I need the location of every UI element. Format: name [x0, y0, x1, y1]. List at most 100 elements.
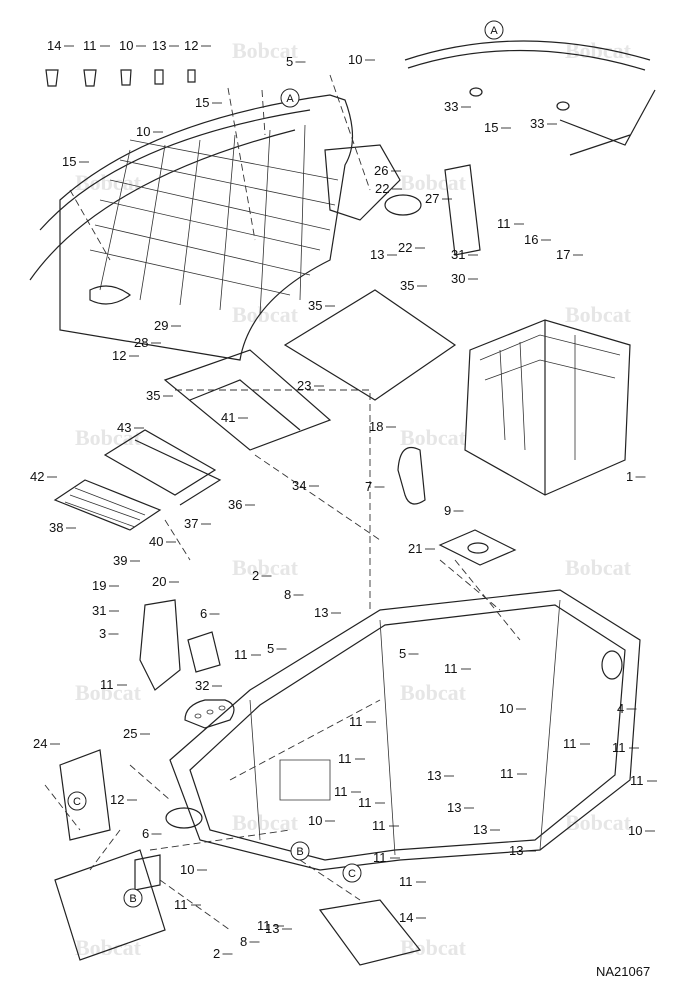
callout-11: 11 [630, 773, 644, 788]
ref-circle-B: B [123, 888, 143, 908]
callout-17: 17 [556, 247, 570, 262]
callout-24: 24 [33, 736, 47, 751]
callout-11: 11 [334, 784, 348, 799]
callout-33: 33 [444, 99, 458, 114]
callout-10: 10 [119, 38, 133, 53]
callout-7: 7 [365, 479, 372, 494]
ref-circle-C: C [342, 863, 362, 883]
callout-6: 6 [200, 606, 207, 621]
callout-35: 35 [308, 298, 322, 313]
callout-38: 38 [49, 520, 63, 535]
callout-18: 18 [369, 419, 383, 434]
callout-13: 13 [473, 822, 487, 837]
watermark-text: Bobcat [400, 170, 467, 195]
callout-26: 26 [374, 163, 388, 178]
callout-10: 10 [308, 813, 322, 828]
ref-circle-shape [342, 863, 362, 883]
callout-22: 22 [375, 181, 389, 196]
callout-40: 40 [149, 534, 163, 549]
ref-circle-A: A [280, 88, 300, 108]
callout-13: 13 [370, 247, 384, 262]
callout-11: 11 [257, 918, 271, 933]
callout-12: 12 [184, 38, 198, 53]
callout-5: 5 [399, 646, 406, 661]
callout-10: 10 [180, 862, 194, 877]
callout-13: 13 [152, 38, 166, 53]
ref-letter-B: B [296, 846, 303, 858]
callout-11: 11 [349, 714, 363, 729]
ref-letter-A: A [490, 25, 498, 37]
callout-8: 8 [240, 934, 247, 949]
watermark-text: Bobcat [232, 38, 299, 63]
callout-39: 39 [113, 553, 127, 568]
watermark-text: Bobcat [75, 935, 142, 960]
ref-circle-shape [123, 888, 143, 908]
callout-11: 11 [612, 740, 626, 755]
callout-11: 11 [174, 897, 188, 912]
leader-lines [47, 45, 657, 955]
watermark-text: Bobcat [400, 680, 467, 705]
callout-8: 8 [284, 587, 291, 602]
callout-13: 13 [427, 768, 441, 783]
callout-43: 43 [117, 420, 131, 435]
callout-5: 5 [267, 641, 274, 656]
watermark-text: Bobcat [232, 302, 299, 327]
callout-11: 11 [100, 677, 114, 692]
callout-14: 14 [399, 910, 413, 925]
callout-11: 11 [399, 874, 413, 889]
watermark-text: Bobcat [75, 680, 142, 705]
ref-circle-B: B [290, 841, 310, 861]
callout-3: 3 [99, 626, 106, 641]
callout-2: 2 [252, 568, 259, 583]
ref-circle-shape [67, 791, 87, 811]
callout-11: 11 [497, 216, 511, 231]
callout-42: 42 [30, 469, 44, 484]
callout-4: 4 [617, 701, 624, 716]
ref-circle-shape [290, 841, 310, 861]
callout-11: 11 [500, 766, 514, 781]
callout-27: 27 [425, 191, 439, 206]
callout-10: 10 [136, 124, 150, 139]
watermark-text: Bobcat [565, 302, 632, 327]
callout-36: 36 [228, 497, 242, 512]
callout-30: 30 [451, 271, 465, 286]
callout-2: 2 [213, 946, 220, 961]
callout-10: 10 [348, 52, 362, 67]
callout-37: 37 [184, 516, 198, 531]
callout-33: 33 [530, 116, 544, 131]
callout-29: 29 [154, 318, 168, 333]
callout-28: 28 [134, 335, 148, 350]
watermark-text: Bobcat [400, 425, 467, 450]
callout-23: 23 [297, 378, 311, 393]
watermark-text: Bobcat [400, 935, 467, 960]
ref-letter-B: B [129, 893, 136, 905]
watermark-text: Bobcat [75, 425, 142, 450]
callout-34: 34 [292, 478, 306, 493]
callout-15: 15 [195, 95, 209, 110]
callout-31: 31 [92, 603, 106, 618]
ref-letter-A: A [286, 93, 294, 105]
watermark-text: Bobcat [565, 38, 632, 63]
ref-circle-A: A [484, 20, 504, 40]
callout-10: 10 [628, 823, 642, 838]
callout-15: 15 [62, 154, 76, 169]
callout-13: 13 [314, 605, 328, 620]
callout-35: 35 [400, 278, 414, 293]
callout-11: 11 [563, 736, 577, 751]
callout-22: 22 [398, 240, 412, 255]
watermark-text: Bobcat [232, 810, 299, 835]
callout-5: 5 [286, 54, 293, 69]
callout-11: 11 [338, 751, 352, 766]
ref-letter-C: C [73, 796, 81, 808]
callout-15: 15 [484, 120, 498, 135]
callout-19: 19 [92, 578, 106, 593]
ref-circle-shape [484, 20, 504, 40]
ref-circle-C: C [67, 791, 87, 811]
callout-13: 13 [447, 800, 461, 815]
callout-labels: 14 11 10 13 12 5 10 15 10 15 33 33 15 26… [30, 38, 644, 961]
watermark-layer: Bobcat Bobcat Bobcat Bobcat Bobcat Bobca… [75, 38, 632, 960]
watermark-text: Bobcat [565, 555, 632, 580]
callout-11: 11 [372, 818, 386, 833]
ref-letter-C: C [348, 868, 356, 880]
